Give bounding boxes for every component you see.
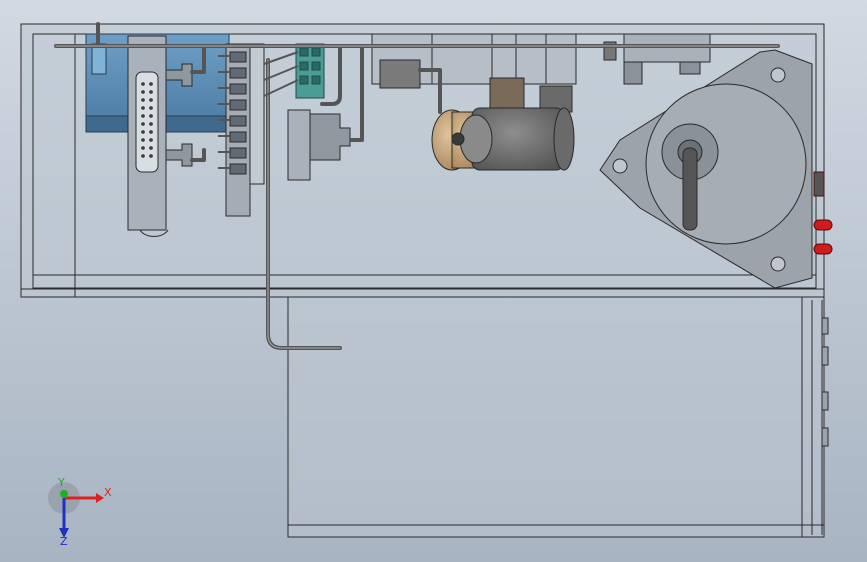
green-terminal (295, 43, 325, 99)
tubing-highlight (55, 45, 779, 349)
x-axis-label: X (104, 486, 112, 499)
coordinate-triad-icon: X Y Z (48, 476, 112, 548)
terminal-block (225, 43, 265, 217)
lower-housing (287, 296, 829, 538)
pump-motor (599, 49, 813, 289)
y-axis-label: Y (57, 476, 65, 489)
gear-motor (431, 107, 575, 171)
indicator-leds (813, 171, 833, 255)
small-connector (287, 109, 351, 181)
z-axis-label: Z (60, 535, 68, 548)
y-axis-dot (60, 490, 68, 498)
wires (218, 51, 299, 169)
dsub-connector (127, 35, 193, 237)
